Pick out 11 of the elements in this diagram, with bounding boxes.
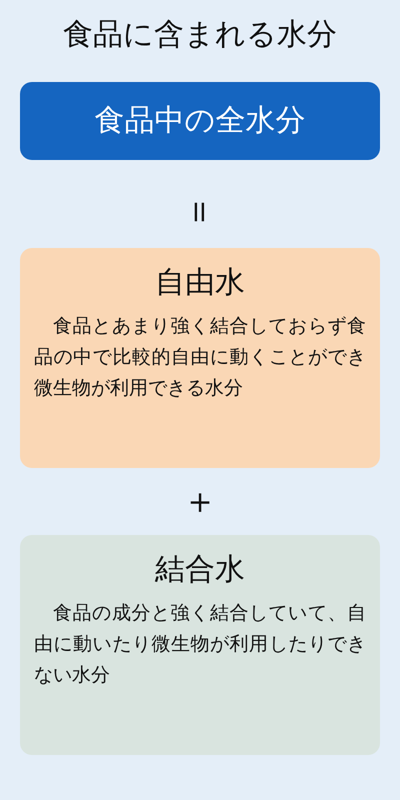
free-water-card xyxy=(20,248,380,468)
total-water-box xyxy=(20,82,380,160)
heading: 結合水 xyxy=(154,551,246,589)
description: 食品の成分と強く結合していて、自由に動いたり微生物が利用したりできない水分 xyxy=(34,601,366,688)
description: 食品とあまり強く結合しておらず食品の中で比較的自由に動くことができ微生物が利用できる水分 xyxy=(34,314,366,401)
heading: 自由水 xyxy=(154,264,246,302)
equals-sign: ＝ xyxy=(180,194,220,230)
plus-sign: ＋ xyxy=(182,482,218,522)
title: 食品に含まれる水分 xyxy=(62,16,338,54)
heading: 食品中の全水分 xyxy=(94,102,306,140)
bound-water-card xyxy=(20,535,380,755)
